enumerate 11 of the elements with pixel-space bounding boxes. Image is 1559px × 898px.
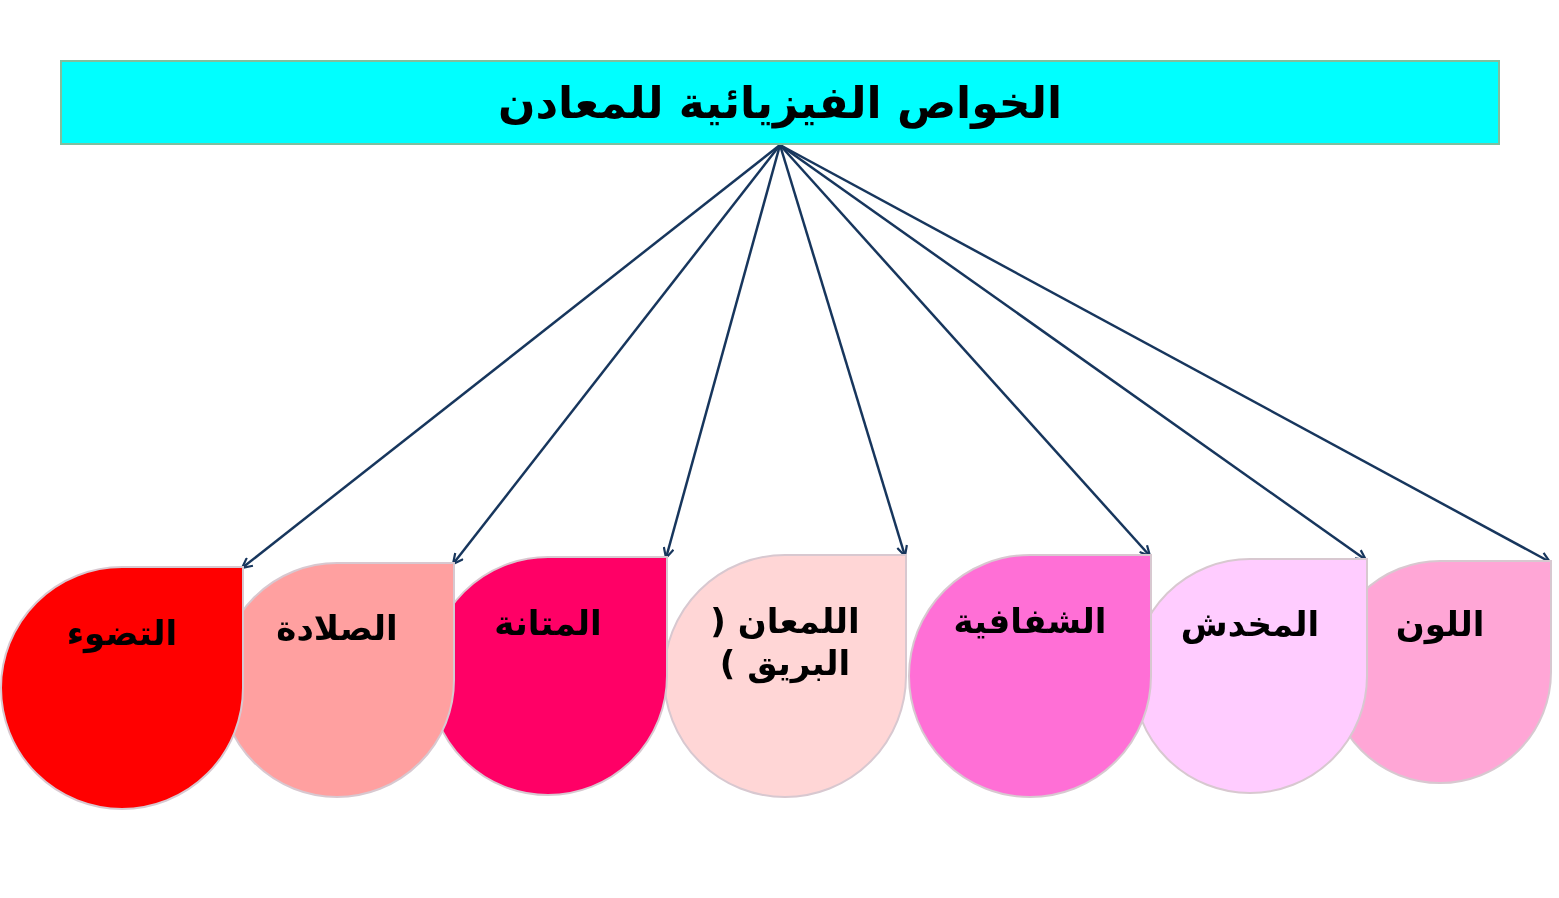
node-label: اللون (1394, 602, 1486, 645)
title-text: الخواص الفيزيائية للمعادن (497, 77, 1063, 128)
node-label: اللمعان ( البريق ) (709, 600, 861, 685)
node-label: التضوء (65, 612, 179, 655)
node-label: المخدش (1179, 602, 1321, 645)
node-label: المتانة (493, 601, 603, 644)
arrow (662, 144, 782, 560)
node-label: الصلادة (275, 606, 399, 649)
node-label: الشفافية (952, 600, 1108, 643)
title-banner (60, 60, 1500, 145)
arrow (240, 144, 781, 570)
